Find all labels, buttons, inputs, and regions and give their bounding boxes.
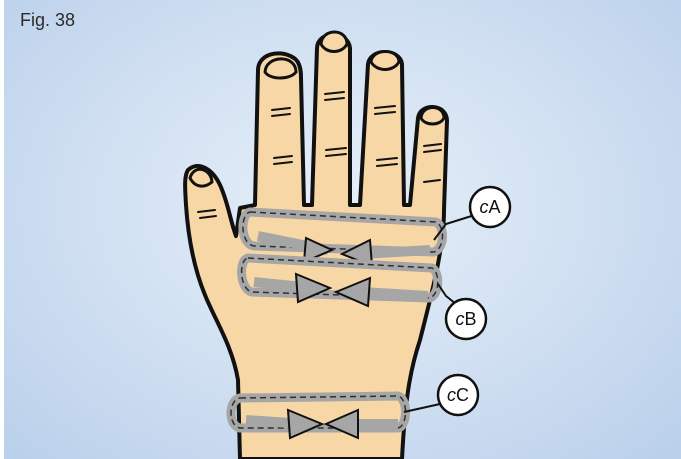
ring-fingernail	[371, 52, 399, 70]
svg-text:cC: cC	[447, 385, 469, 405]
svg-text:cA: cA	[479, 197, 500, 217]
little-fingernail	[421, 108, 444, 125]
callout-a-letter: A	[488, 197, 500, 217]
callout-c-letter: C	[456, 385, 469, 405]
callout-b-letter: B	[464, 309, 476, 329]
callout-b: cB	[446, 299, 486, 339]
callout-b-prefix: c	[455, 309, 464, 329]
callout-c: cC	[438, 375, 478, 415]
svg-text:cB: cB	[455, 309, 476, 329]
callout-a: cA	[470, 187, 510, 227]
callout-c-prefix: c	[447, 385, 456, 405]
middle-fingernail	[321, 32, 347, 52]
index-fingernail	[265, 59, 296, 78]
thumbnail	[190, 169, 212, 186]
callout-a-prefix: c	[479, 197, 488, 217]
